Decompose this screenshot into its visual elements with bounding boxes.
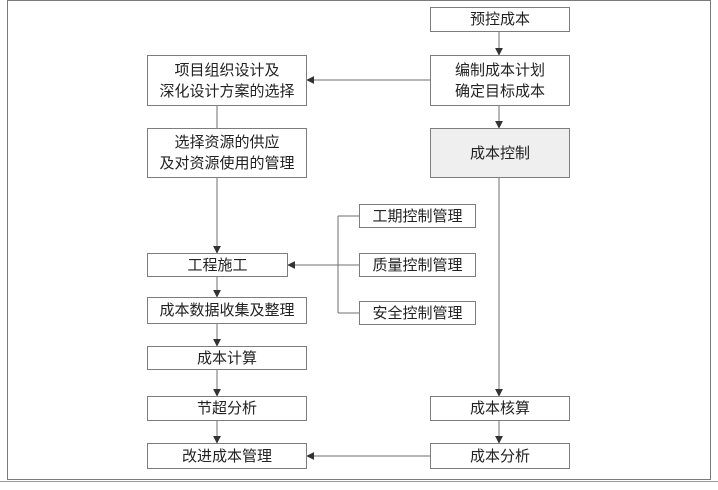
node-schedule-control: 工期控制管理 [359, 204, 476, 228]
node-cost-control: 成本控制 [430, 128, 570, 178]
node-cost-analysis: 成本分析 [430, 443, 570, 469]
bottom-rule [0, 481, 718, 482]
node-overrun-analysis: 节超分析 [147, 396, 307, 421]
node-data-collection: 成本数据收集及整理 [147, 297, 307, 324]
node-construction: 工程施工 [147, 253, 288, 277]
node-plan-target: 编制成本计划 确定目标成本 [430, 55, 570, 106]
outer-frame [7, 0, 711, 480]
node-pre-control: 预控成本 [430, 7, 570, 32]
node-cost-check: 成本核算 [430, 396, 570, 421]
node-quality-control: 质量控制管理 [359, 253, 476, 277]
node-resources: 选择资源的供应 及对资源使用的管理 [147, 128, 307, 178]
node-org-design: 项目组织设计及 深化设计方案的选择 [147, 55, 307, 106]
node-improve: 改进成本管理 [147, 443, 307, 469]
node-safety-control: 安全控制管理 [359, 301, 476, 325]
node-cost-calc: 成本计算 [147, 346, 307, 370]
